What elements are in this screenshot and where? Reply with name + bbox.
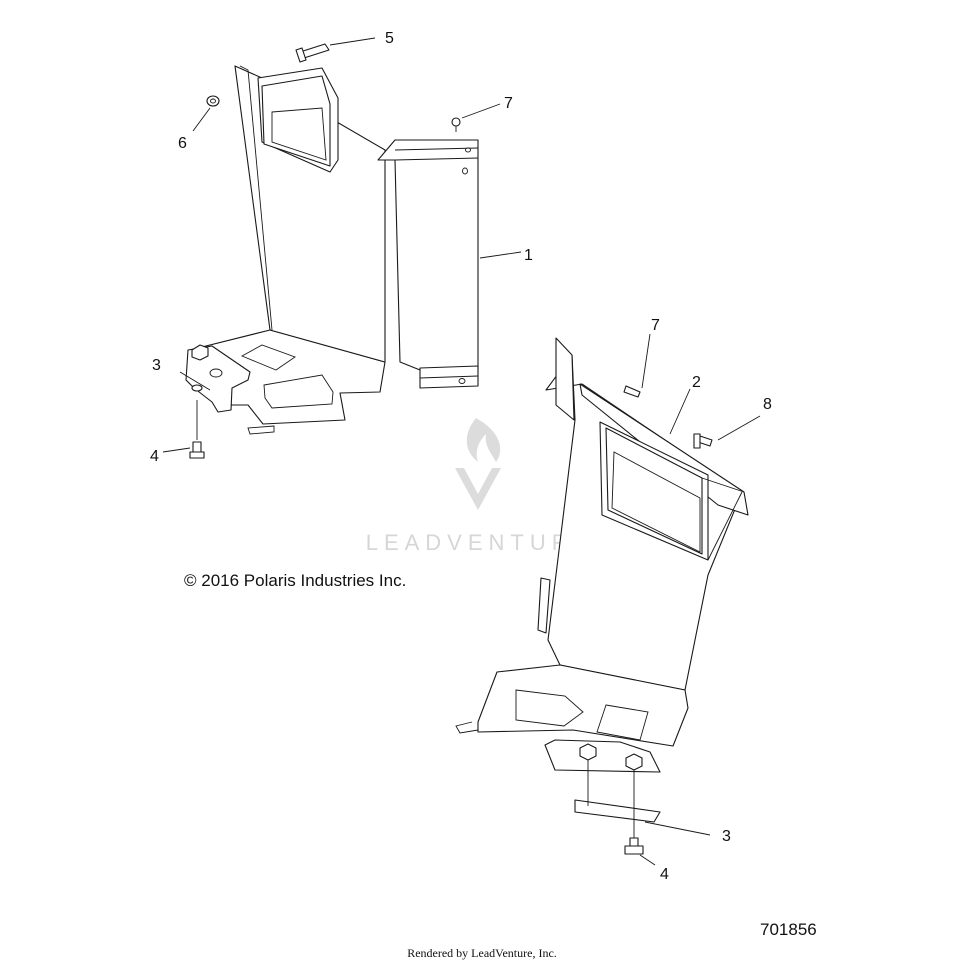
rivet-7-lower <box>623 385 641 398</box>
nuts-lower <box>579 743 643 812</box>
callout-5: 5 <box>385 30 394 47</box>
bolt-5 <box>295 43 330 63</box>
leader-6 <box>192 107 211 132</box>
callout-7-upper: 7 <box>504 95 513 112</box>
part-1-shield <box>185 65 479 435</box>
callout-2: 2 <box>692 374 701 391</box>
washer-3-left <box>191 384 203 392</box>
callout-1: 1 <box>524 247 533 264</box>
drawing-number: 701856 <box>760 920 817 939</box>
copyright-text: © 2016 Polaris Industries Inc. <box>184 571 407 590</box>
callout-4-right: 4 <box>660 866 669 883</box>
leader-3-right <box>644 821 711 836</box>
callout-4-left: 4 <box>150 448 159 465</box>
footer-rendered-by: Rendered by LeadVenture, Inc. <box>407 946 557 960</box>
nut-6 <box>206 95 220 107</box>
rivet-8 <box>693 433 713 449</box>
callout-3-right: 3 <box>722 828 731 845</box>
rivet-7-upper <box>451 117 461 132</box>
leader-2 <box>669 388 691 435</box>
leader-3-left <box>179 371 211 391</box>
leader-7-lower <box>641 333 651 389</box>
bolt-4-right <box>624 812 644 855</box>
leader-8 <box>717 415 761 441</box>
callout-3-left: 3 <box>152 357 161 374</box>
leader-4-left <box>162 447 191 453</box>
part-2-shield <box>455 337 749 823</box>
callout-7-lower: 7 <box>651 317 660 334</box>
leader-7-upper <box>461 103 501 119</box>
bolt-4-left <box>189 400 205 459</box>
watermark-logo: LEADVENTURE <box>366 418 595 555</box>
callout-8: 8 <box>763 396 772 413</box>
leader-5 <box>329 37 376 46</box>
leader-4-right <box>639 854 656 866</box>
leader-1 <box>479 251 522 259</box>
callout-6: 6 <box>178 135 187 152</box>
watermark-text: LEADVENTURE <box>366 530 595 555</box>
